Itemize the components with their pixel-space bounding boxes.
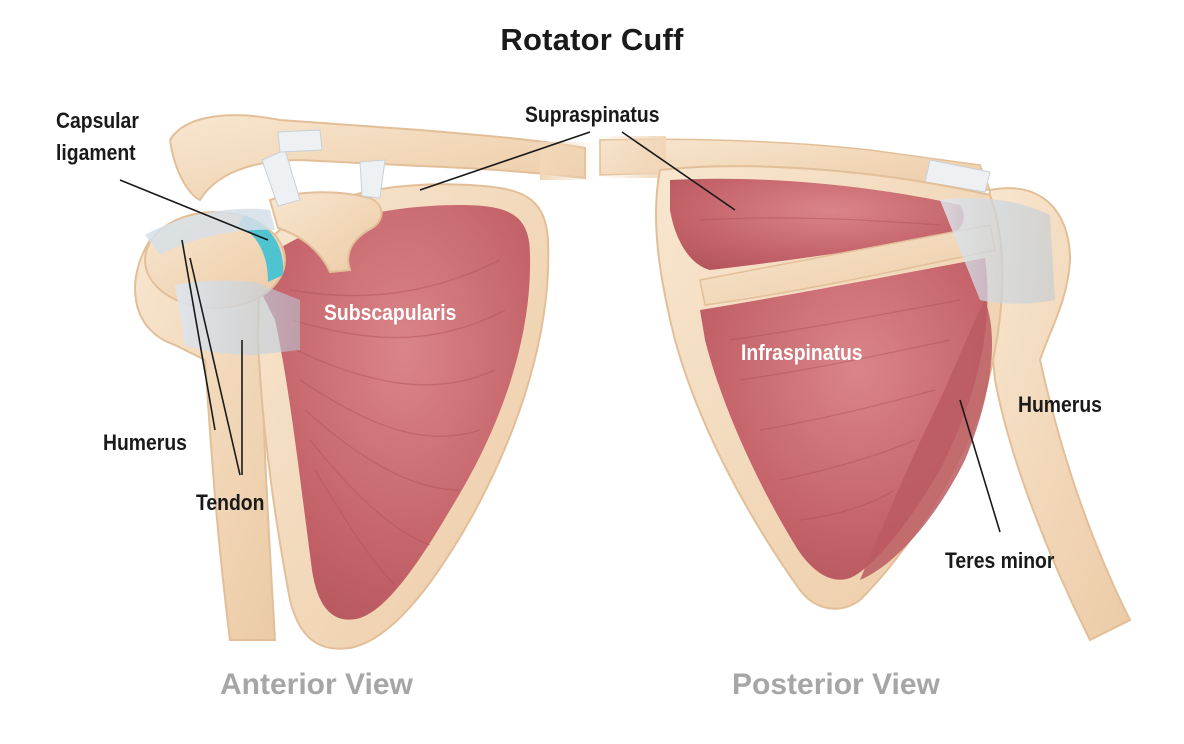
subscapularis-striations	[289, 259, 506, 586]
leader-tendon-1	[189, 257, 241, 476]
label-infraspinatus: Infraspinatus	[741, 340, 863, 365]
label-tendon: Tendon	[196, 490, 265, 515]
ligament-band-posterior	[924, 159, 991, 193]
subscapularis-muscle	[250, 205, 531, 620]
posterior-tendons	[940, 198, 1055, 304]
teres-minor-muscle	[860, 300, 993, 580]
leader-supraspinatus-anterior	[419, 131, 591, 191]
anterior-illustration	[134, 114, 595, 650]
subscapularis-tendon	[175, 280, 300, 355]
label-teres-minor: Teres minor	[945, 548, 1055, 573]
ligament-band-1	[261, 149, 301, 207]
leader-teres-minor	[959, 399, 1001, 533]
anterior-view-caption: Anterior View	[220, 668, 413, 701]
ligament-band-2	[359, 159, 386, 199]
diagram-title: Rotator Cuff	[500, 22, 684, 57]
posterior-illustration	[596, 136, 1132, 642]
ligament-band-3	[277, 129, 323, 153]
supraspinatus-tendon-anterior	[145, 208, 275, 255]
label-subscapularis: Subscapularis	[324, 300, 457, 325]
supraspinatus-muscle	[670, 178, 964, 270]
leader-capsular	[119, 179, 269, 241]
leader-humerus-left	[181, 239, 216, 431]
label-humerus-right: Humerus	[1018, 392, 1102, 417]
label-supraspinatus: Supraspinatus	[525, 102, 660, 127]
coracoid-process	[268, 191, 383, 274]
label-capsular-line2: ligament	[56, 140, 136, 165]
leader-supraspinatus-posterior	[621, 131, 736, 211]
label-capsular-line1: Capsular	[56, 108, 139, 133]
infraspinatus-striations	[699, 217, 961, 521]
posterior-view-caption: Posterior View	[732, 668, 940, 701]
label-humerus-left: Humerus	[103, 430, 187, 455]
leader-lines	[119, 131, 1001, 533]
